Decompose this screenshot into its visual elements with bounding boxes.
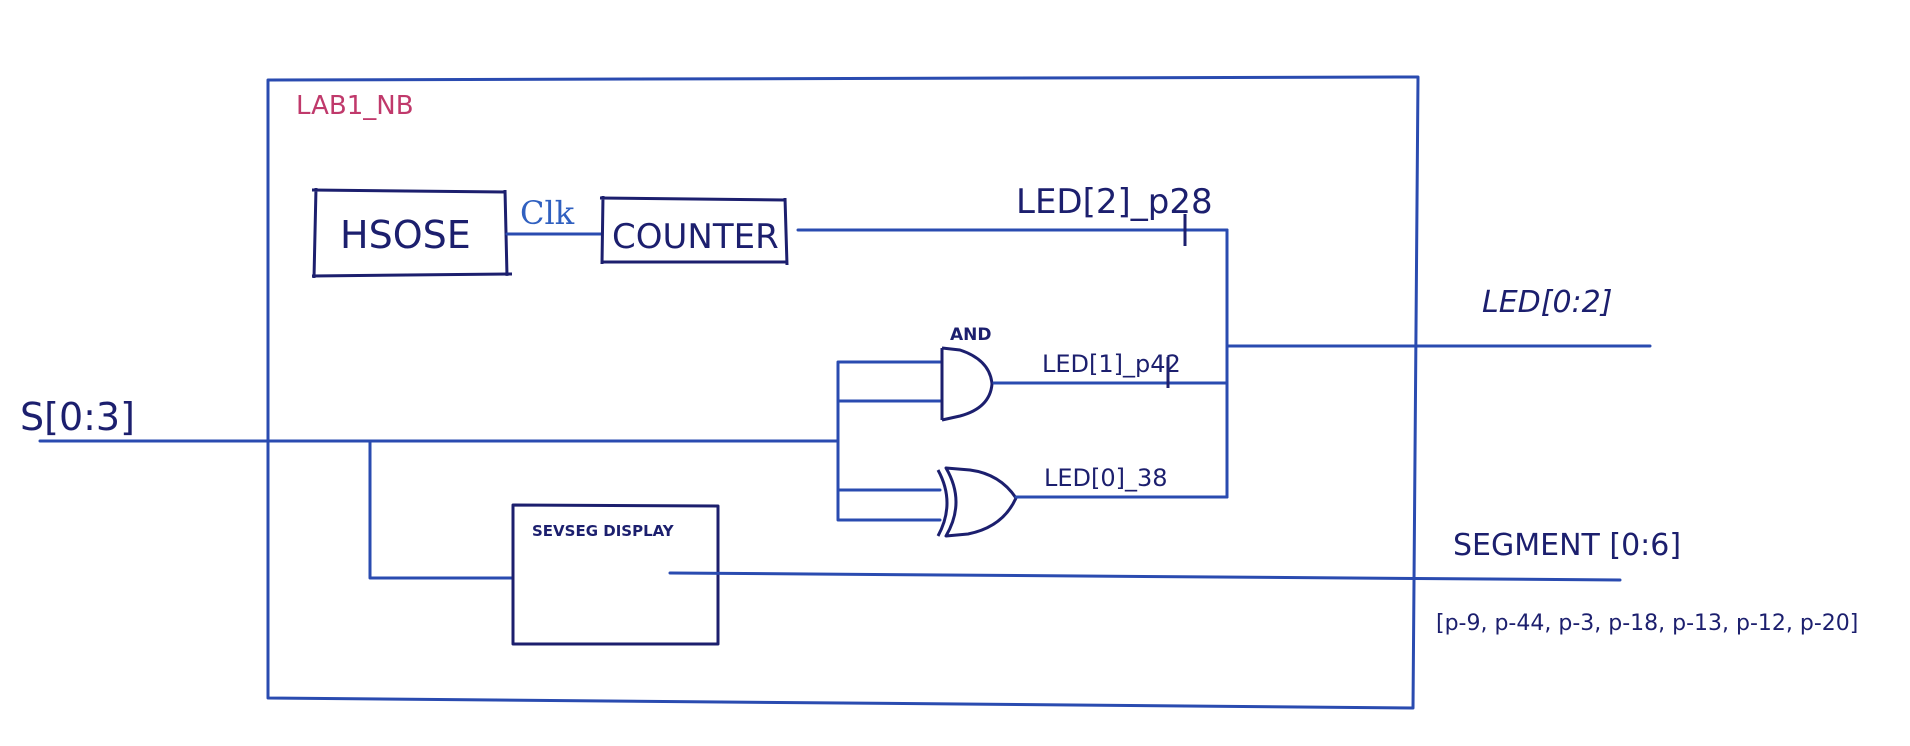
- segment-pins-label: [p-9, p-44, p-3, p-18, p-13, p-12, p-20]: [1436, 611, 1858, 636]
- counter-block: COUNTER: [599, 195, 789, 266]
- display-block: SEVSEG DISPLAY: [511, 503, 720, 646]
- display-label: SEVSEG DISPLAY: [532, 522, 675, 540]
- led0-label: LED[0]_38: [1044, 464, 1168, 492]
- module-name: LAB1_NB: [296, 91, 414, 121]
- clock-label: Clk: [520, 194, 575, 232]
- and-gate-label: AND: [950, 325, 992, 345]
- and-gate: AND: [940, 325, 994, 422]
- led-bus-label: LED[0:2]: [1482, 285, 1612, 320]
- oscillator-label: HSOSE: [340, 213, 471, 257]
- xor-gate: [936, 466, 1018, 538]
- segment-bus-label: SEGMENT [0:6]: [1453, 528, 1681, 563]
- segment-bus-wire: [668, 571, 1622, 582]
- input-bus-label: S[0:3]: [20, 395, 135, 439]
- oscillator-block: HSOSE: [311, 187, 513, 279]
- module-boundary: [266, 75, 1420, 710]
- counter-label: COUNTER: [612, 217, 779, 257]
- gate-bus-wire: [836, 360, 942, 522]
- led2-label: LED[2]_p28: [1016, 182, 1213, 222]
- display-input-wire: [368, 439, 514, 580]
- led1-label: LED[1]_p42: [1042, 350, 1181, 378]
